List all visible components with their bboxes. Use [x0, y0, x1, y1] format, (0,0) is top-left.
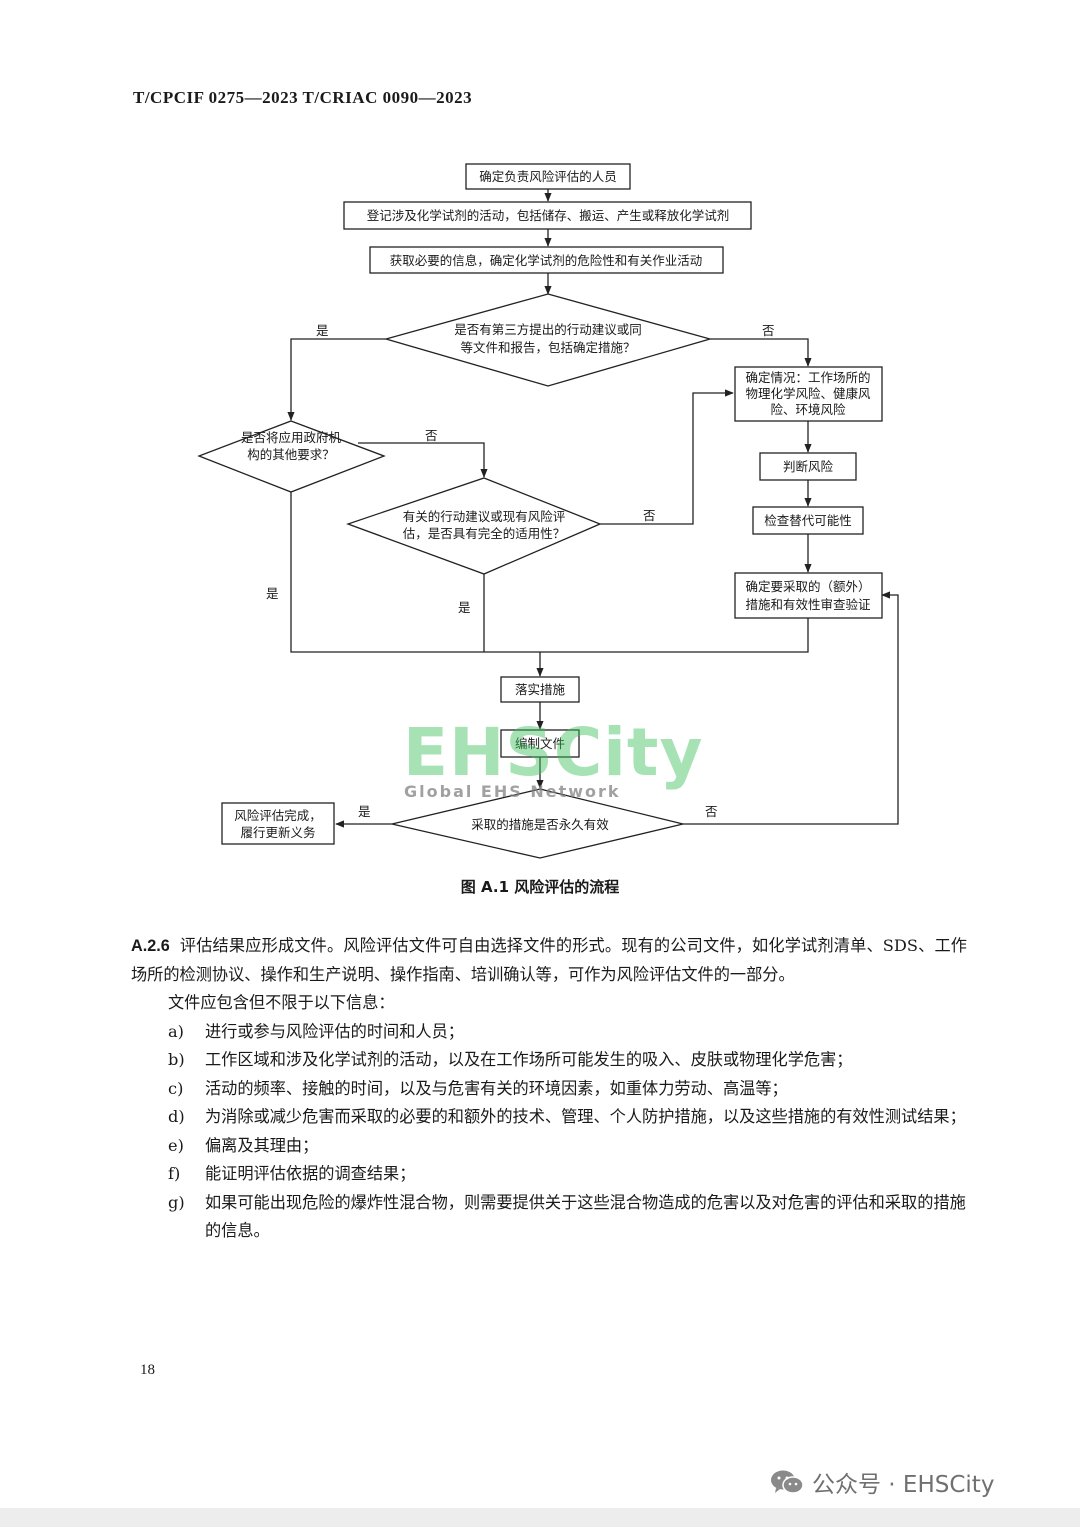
list-item-text: 工作区域和涉及化学试剂的活动，以及在工作场所可能发生的吸入、皮肤或物理化学危害； [205, 1050, 853, 1069]
list-item-text: 偏离及其理由； [205, 1135, 319, 1155]
list-marker: c) [168, 1078, 184, 1098]
node-determine-measures: 确定要采取的（额外） 措施和有效性审查验证 [734, 572, 883, 619]
node-label-line: 确定要采取的（额外） [745, 579, 870, 594]
list-marker: f) [168, 1164, 181, 1183]
node-label-line: 风险评估完成， [234, 808, 322, 823]
list-item-text: 如果可能出现危险的爆炸性混合物，则需要提供关于这些混合物造成的危害以及对危害的评… [205, 1192, 966, 1241]
node-obtain-information: 获取必要的信息，确定化学试剂的危险性和有关作业活动 [369, 246, 724, 274]
clause-number: A.2.6 [131, 937, 170, 955]
node-register-activities: 登记涉及化学试剂的活动，包括储存、搬运、产生或释放化学试剂 [343, 201, 752, 230]
node-label-line: 措施和有效性审查验证 [745, 597, 871, 612]
list-item-text: 进行或参与风险评估的时间和人员； [205, 1021, 464, 1041]
node-label: 判断风险 [783, 459, 834, 474]
list-marker: e) [168, 1135, 184, 1155]
figure-caption: 图 A.1 风险评估的流程 [460, 878, 620, 896]
branch-label-yes: 是 [266, 586, 279, 601]
branch-label-yes: 是 [316, 323, 329, 338]
node-assessment-complete: 风险评估完成， 履行更新义务 [221, 802, 335, 845]
branch-label-yes: 是 [358, 804, 371, 819]
branch-label-no: 否 [425, 428, 438, 443]
standard-code-header: T/CPCIF 0275—2023 T/CRIAC 0090—2023 [133, 88, 473, 107]
node-label-line: 确定情况：工作场所的 [745, 370, 870, 385]
node-label-line: 物理化学风险、健康风 [745, 386, 871, 401]
decision-label-line: 构的其他要求？ [247, 447, 335, 462]
node-label-line: 险、环境风险 [770, 402, 846, 417]
node-label-line: 履行更新义务 [240, 825, 315, 840]
watermark-logo: EHSCity [403, 714, 704, 791]
node-judge-risk: 判断风险 [759, 452, 857, 481]
list-marker: d) [168, 1107, 185, 1126]
node-label: 落实措施 [515, 682, 566, 697]
node-label: 获取必要的信息，确定化学试剂的危险性和有关作业活动 [390, 253, 703, 268]
node-determine-situation: 确定情况：工作场所的 物理化学风险、健康风 险、环境风险 [734, 366, 883, 422]
list-marker: g) [168, 1192, 185, 1212]
decision-label-line: 有关的行动建议或现有风险评 [403, 509, 566, 524]
list-item-text: 活动的频率、接触的时间，以及与危害有关的环境因素，如重体力劳动、高温等； [205, 1078, 788, 1098]
list-marker: b) [168, 1050, 185, 1069]
clause-text: 评估结果应形成文件。风险评估文件可自由选择文件的形式。现有的公司文件，如化学试剂… [131, 936, 967, 984]
bottom-bar [0, 1508, 1080, 1527]
list-item: b) 工作区域和涉及化学试剂的活动，以及在工作场所可能发生的吸入、皮肤或物理化学危… [131, 1046, 967, 1075]
list-item: c) 活动的频率、接触的时间，以及与危害有关的环境因素，如重体力劳动、高温等； [131, 1075, 967, 1104]
node-label: 确定负责风险评估的人员 [479, 169, 617, 184]
branch-label-no: 否 [643, 508, 656, 523]
decision-label-line: 等文件和报告，包括确定措施？ [460, 340, 635, 355]
decision-full-applicability: 有关的行动建议或现有风险评 估，是否具有完全的适用性？ [346, 477, 602, 575]
node-label: 检查替代可能性 [764, 513, 852, 528]
page-number: 18 [140, 1362, 155, 1378]
branch-label-no: 否 [705, 804, 718, 819]
list-item: d) 为消除或减少危害而采取的必要的和额外的技术、管理、个人防护措施，以及这些措施… [131, 1103, 967, 1132]
decision-government-requirements: 是否将应用政府机 构的其他要求？ [197, 420, 386, 493]
decision-label-line: 是否有第三方提出的行动建议或同 [454, 322, 642, 337]
decision-label-line: 估，是否具有完全的适用性？ [403, 526, 566, 541]
wechat-account-brand: 公众号 · EHSCity [770, 1465, 994, 1499]
list-intro: 文件应包含但不限于以下信息： [168, 993, 395, 1012]
node-implement-measures: 落实措施 [500, 676, 580, 703]
info-list: a) 进行或参与风险评估的时间和人员； b) 工作区域和涉及化学试剂的活动，以及在工… [131, 1018, 967, 1246]
list-item: f) 能证明评估依据的调查结果； [131, 1160, 967, 1189]
node-label: 登记涉及化学试剂的活动，包括储存、搬运、产生或释放化学试剂 [367, 208, 730, 223]
list-item: g) 如果可能出现危险的爆炸性混合物，则需要提供关于这些混合物造成的危害以及对危害… [131, 1189, 967, 1246]
node-prepare-documents: 编制文件 [500, 729, 580, 758]
decision-measures-permanent: 采取的措施是否永久有效 [391, 788, 684, 859]
list-marker: a) [168, 1021, 184, 1041]
list-item-text: 为消除或减少危害而采取的必要的和额外的技术、管理、个人防护措施，以及这些措施的有… [205, 1107, 966, 1126]
node-label: 编制文件 [515, 736, 565, 751]
node-check-substitution: 检查替代可能性 [752, 506, 864, 535]
branch-label-no: 否 [762, 323, 775, 338]
decision-label: 采取的措施是否永久有效 [471, 817, 609, 832]
wechat-account-name: 公众号 · EHSCity [812, 1472, 995, 1498]
decision-label-line: 是否将应用政府机 [241, 430, 342, 445]
risk-assessment-flowchart: 确定负责风险评估的人员 登记涉及化学试剂的活动，包括储存、搬运、产生或释放化学试… [197, 163, 899, 859]
list-item: a) 进行或参与风险评估的时间和人员； [131, 1018, 967, 1047]
connector-lines [287, 189, 899, 828]
node-assign-personnel: 确定负责风险评估的人员 [465, 163, 631, 190]
list-item: e) 偏离及其理由； [131, 1132, 967, 1161]
branch-label-yes: 是 [458, 600, 471, 615]
list-item-text: 能证明评估依据的调查结果； [205, 1164, 416, 1183]
decision-third-party-advice: 是否有第三方提出的行动建议或同 等文件和报告，包括确定措施？ [383, 293, 713, 387]
wechat-icon [771, 1470, 804, 1494]
watermark-tagline: Global EHS Network [404, 782, 621, 801]
